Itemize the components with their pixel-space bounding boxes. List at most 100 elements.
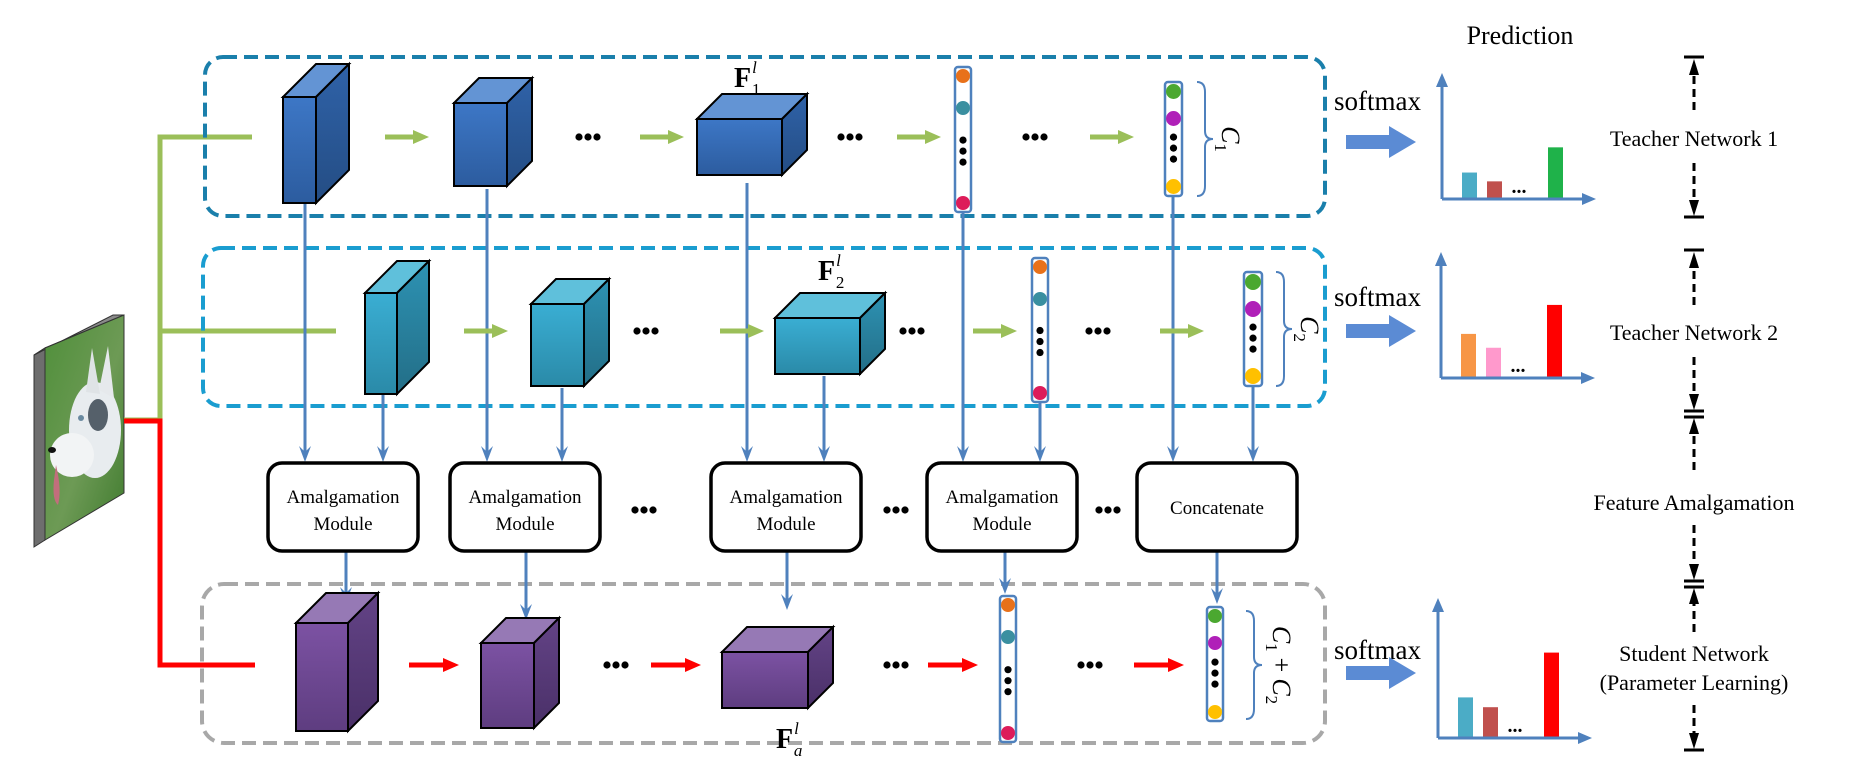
chart-ellipsis: ... (1508, 715, 1523, 737)
chart-bar (1462, 172, 1477, 198)
chart-bar (1544, 652, 1559, 737)
vector-node (1033, 292, 1047, 306)
flow-arrow (1160, 324, 1204, 338)
softmax-label: softmax (1334, 635, 1421, 665)
module-box (709, 461, 863, 553)
dot (1249, 345, 1257, 353)
student-output-vector (1205, 605, 1225, 723)
flow-arrow (651, 658, 701, 672)
stage-arrowhead (1689, 418, 1699, 434)
vector-node (956, 101, 970, 115)
dot (1077, 661, 1085, 669)
class-symbol: C (1267, 626, 1296, 644)
ellipsis-dots (631, 506, 657, 514)
dot (1036, 348, 1044, 357)
dot (855, 133, 863, 141)
dot (1095, 506, 1103, 514)
dot (1036, 326, 1044, 335)
ellipsis-dots (1036, 326, 1044, 357)
flow-arrow (1090, 130, 1134, 144)
teacher2-stage-label: Teacher Network 2 (1610, 320, 1778, 345)
ellipsis-dots (1022, 133, 1048, 141)
arrow-head (299, 446, 311, 462)
ellipsis-dots (899, 327, 925, 335)
dot (883, 506, 891, 514)
class-symbol: C (1267, 678, 1296, 696)
arrow-head (957, 446, 969, 462)
student-feature-block (478, 615, 562, 731)
dot (892, 506, 900, 514)
ellipsis-dots (959, 136, 967, 166)
module-box (266, 461, 420, 553)
dot (917, 327, 925, 335)
input-image (33, 314, 125, 548)
flow-arrow (409, 658, 459, 672)
dot (837, 133, 845, 141)
ellipsis-dots (1249, 323, 1257, 353)
teacher2-to-module1-arrow (377, 394, 389, 462)
ellipsis-dots (1077, 661, 1103, 669)
softmax-arrow-shaft (1346, 135, 1390, 149)
teacher1-to-concat-arrow (1167, 196, 1179, 462)
module4-to-student-arrow (999, 551, 1011, 594)
arrow-head (1188, 324, 1204, 338)
teacher2-feature-block (772, 290, 888, 377)
dot (1004, 688, 1012, 696)
dot (1031, 133, 1039, 141)
flow-arrow (385, 130, 429, 144)
block-front-face (774, 317, 861, 375)
student-stage-label-line1: Student Network (1619, 641, 1769, 666)
module-box (448, 461, 602, 553)
arrow-head (1001, 324, 1017, 338)
dot (959, 158, 967, 166)
dot (1169, 144, 1178, 152)
vector-node (1245, 368, 1261, 384)
student-intermediate-vector (998, 594, 1018, 744)
vector-node (1208, 705, 1222, 719)
arrow-head (520, 604, 532, 620)
dot (1103, 327, 1111, 335)
x-axis-arrowhead (1578, 732, 1592, 744)
arrow-head (781, 594, 793, 610)
teacher2-class-brace (1275, 271, 1293, 387)
teacher1-feature-block (694, 91, 810, 178)
module2-to-student-arrow (520, 551, 532, 620)
ellipsis-dots (1004, 666, 1012, 696)
stage-arrowhead (1689, 564, 1699, 580)
class-subscript: 2 (1290, 333, 1309, 342)
arrow-head (685, 658, 701, 672)
chart-bar (1483, 707, 1498, 737)
arrow-head (925, 130, 941, 144)
module-label-line2: Module (495, 514, 554, 535)
arrow-head (748, 324, 764, 338)
dot (1086, 661, 1094, 669)
class-subscript: 1 (1262, 643, 1281, 652)
teacher1-region (203, 55, 1327, 218)
prediction-title: Prediction (1467, 21, 1574, 50)
plus-sign: + (1267, 658, 1296, 673)
ellipsis-dots (603, 661, 629, 669)
softmax-arrow-shaft (1346, 324, 1390, 338)
feature-superscript: l (836, 251, 841, 270)
dot (1040, 133, 1048, 141)
softmax-arrow-shaft (1346, 666, 1390, 680)
block-front-face (480, 642, 535, 729)
dot (1211, 680, 1219, 688)
ellipsis-dots (1085, 327, 1111, 335)
vector-node (1033, 260, 1047, 274)
teacher1-to-module4-arrow (957, 212, 969, 462)
vector-node (956, 69, 970, 83)
concatenate-module: Concatenate (1135, 461, 1299, 553)
class-subscript: 1 (1211, 143, 1230, 152)
arrow-head (741, 446, 753, 462)
arrow-head (818, 446, 830, 462)
feature-subscript: a (794, 741, 803, 760)
dot (1094, 327, 1102, 335)
dot (899, 327, 907, 335)
arrow-head (999, 578, 1011, 594)
